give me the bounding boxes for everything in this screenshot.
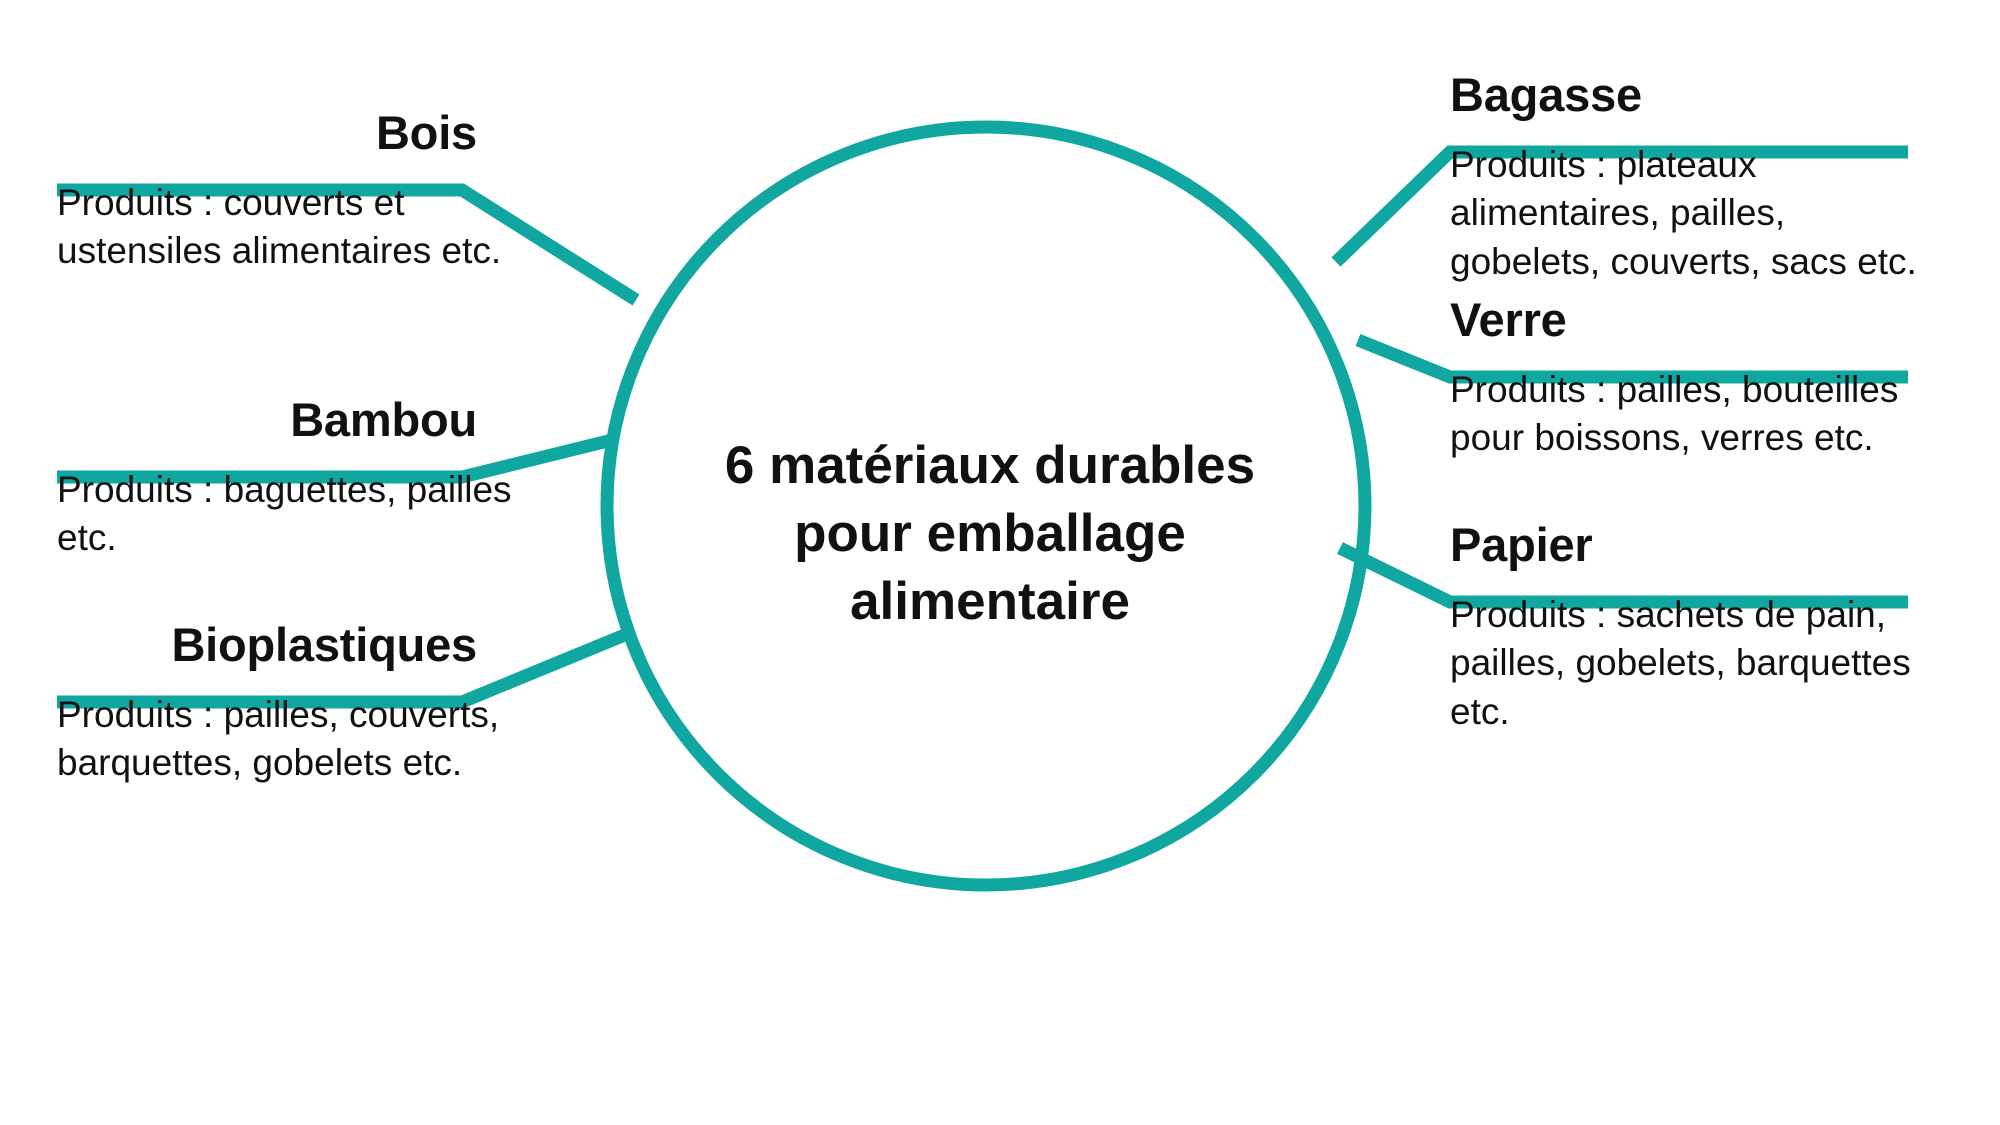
center-circle (600, 120, 1372, 892)
branch-bambou[interactable]: Bambou Produits : baguettes, pailles etc… (57, 393, 512, 563)
branch-papier-description: Produits : sachets de pain, pailles, gob… (1450, 594, 1911, 732)
branch-bioplastiques[interactable]: Bioplastiques Produits : pailles, couver… (57, 618, 499, 788)
branch-bambou-description: Produits : baguettes, pailles etc. (57, 469, 512, 559)
connector-bagasse (1331, 145, 1908, 267)
branch-verre-description: Produits : pailles, bouteilles pour bois… (1450, 369, 1899, 459)
branch-bioplastiques-title: Bioplastiques (171, 618, 477, 671)
connector-bambou (57, 433, 614, 484)
branch-bois[interactable]: Bois Produits : couverts et ustensiles a… (57, 106, 501, 276)
branch-bioplastiques-description: Produits : pailles, couverts, barquettes… (57, 694, 500, 784)
branch-papier[interactable]: Papier Produits : sachets de pain, paill… (1450, 520, 1920, 736)
connector-bois (57, 183, 640, 306)
branch-bagasse[interactable]: Bagasse Produits : plateaux alimentaires… (1450, 70, 1920, 286)
branch-papier-title: Papier (1450, 518, 1593, 571)
branch-verre[interactable]: Verre Produits : pailles, bouteilles pou… (1450, 295, 1920, 463)
branch-bois-description: Produits : couverts et ustensiles alimen… (57, 182, 502, 272)
branch-bagasse-title: Bagasse (1450, 68, 1642, 121)
branch-bois-title: Bois (375, 106, 477, 159)
branch-verre-title: Verre (1450, 293, 1567, 346)
connector-papier (1337, 542, 1908, 609)
branch-bagasse-description: Produits : plateaux alimentaires, paille… (1450, 144, 1917, 282)
center-title: 6 matériaux durables pour emballage alim… (660, 432, 1320, 635)
branch-bambou-title: Bambou (290, 393, 477, 446)
connector-bioplastiques (57, 625, 635, 709)
center-title-line-2: pour emballage (794, 503, 1186, 563)
connector-verre (1355, 333, 1908, 384)
center-title-line-1: 6 matériaux durables (724, 436, 1256, 495)
center-title-line-3: alimentaire (850, 571, 1130, 631)
